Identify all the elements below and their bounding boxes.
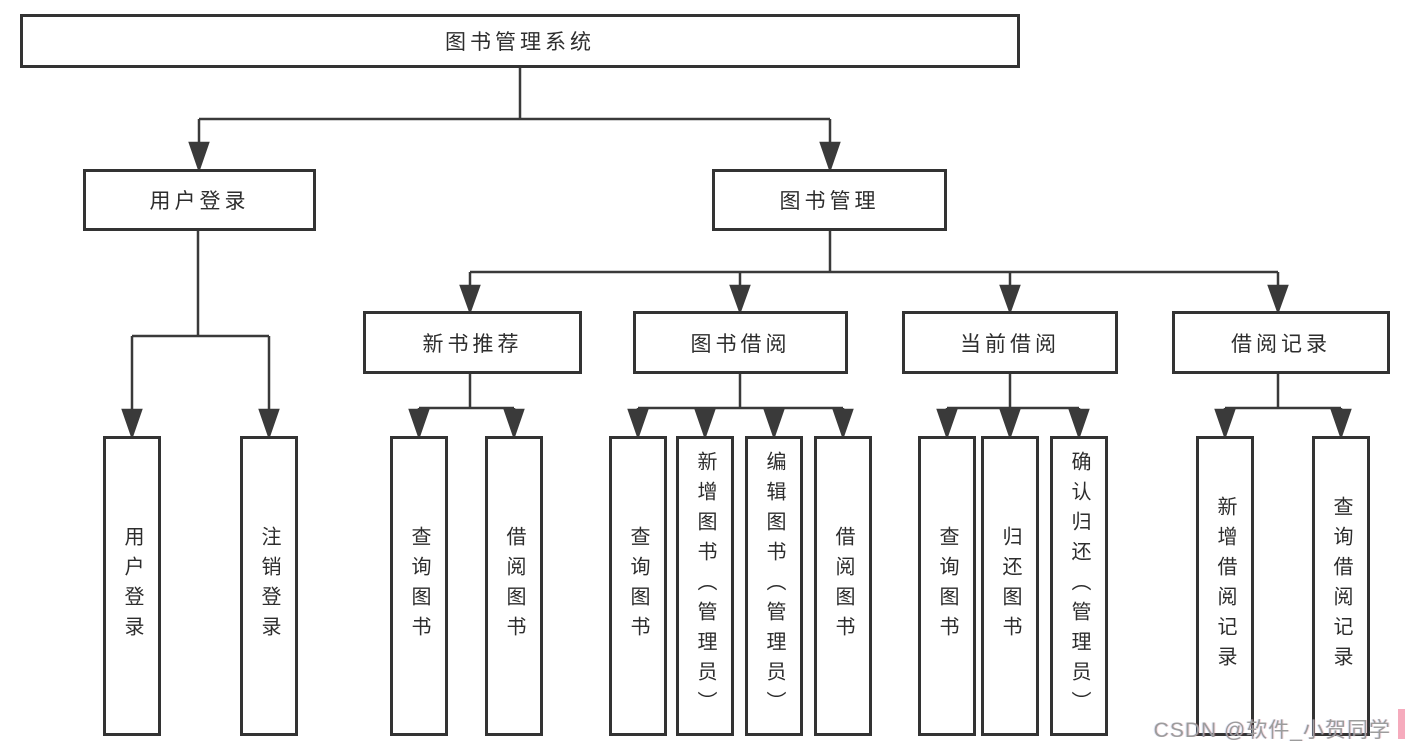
node-leaf-br-add-record-label: 新增借阅记录	[1214, 496, 1236, 676]
connector-book-mgmt-to-level3	[459, 230, 1289, 315]
node-leaf-bb-query-books: 查询图书	[609, 436, 667, 736]
watermark: CSDN @软件_小贺同学	[1153, 719, 1391, 742]
node-leaf-nbr-borrow-books-label: 借阅图书	[503, 526, 525, 646]
node-leaf-logout: 注销登录	[240, 436, 298, 736]
node-leaf-cb-query-books: 查询图书	[918, 436, 976, 736]
node-borrowing-records: 借阅记录	[1172, 311, 1390, 374]
node-new-book-recommend-label: 新书推荐	[422, 332, 523, 356]
node-root: 图书管理系统	[20, 14, 1020, 68]
node-leaf-br-add-record: 新增借阅记录	[1196, 436, 1254, 736]
node-leaf-nbr-borrow-books: 借阅图书	[485, 436, 543, 736]
connector-user-login-subtree	[121, 230, 280, 440]
node-leaf-bb-add-books-admin-label: 新增图书（管理员）	[694, 451, 716, 721]
node-leaf-nbr-query-books: 查询图书	[390, 436, 448, 736]
connector-borrow-records-subtree	[1214, 374, 1352, 440]
node-current-borrowing: 当前借阅	[902, 311, 1118, 374]
node-leaf-bb-query-books-label: 查询图书	[627, 526, 649, 646]
node-leaf-bb-add-books-admin: 新增图书（管理员）	[676, 436, 734, 736]
node-leaf-bb-edit-books-admin-label: 编辑图书（管理员）	[763, 451, 785, 721]
connector-root-to-level2	[188, 67, 841, 173]
node-leaf-user-login: 用户登录	[103, 436, 161, 736]
connector-book-borrow-subtree	[627, 374, 854, 440]
node-user-login-label: 用户登录	[149, 190, 250, 213]
node-root-label: 图书管理系统	[445, 31, 595, 54]
node-book-management: 图书管理	[712, 169, 947, 231]
node-leaf-bb-borrow-books-label: 借阅图书	[832, 526, 854, 646]
node-book-borrowing: 图书借阅	[633, 311, 848, 374]
node-current-borrowing-label: 当前借阅	[960, 332, 1060, 356]
watermark-accent-mark	[1398, 709, 1405, 739]
node-leaf-br-query-record: 查询借阅记录	[1312, 436, 1370, 736]
node-leaf-cb-query-books-label: 查询图书	[936, 526, 958, 646]
node-leaf-cb-confirm-return-admin: 确认归还（管理员）	[1050, 436, 1108, 736]
node-new-book-recommend: 新书推荐	[363, 311, 582, 374]
node-leaf-nbr-query-books-label: 查询图书	[408, 526, 430, 646]
node-borrowing-records-label: 借阅记录	[1231, 332, 1331, 356]
node-leaf-cb-confirm-return-admin-label: 确认归还（管理员）	[1068, 451, 1090, 721]
connector-new-book-rec-subtree	[408, 374, 525, 440]
node-leaf-user-login-label: 用户登录	[121, 526, 143, 646]
connector-current-borrow-subtree	[936, 374, 1090, 440]
node-leaf-br-query-record-label: 查询借阅记录	[1330, 496, 1352, 676]
node-leaf-cb-return-books-label: 归还图书	[999, 526, 1021, 646]
node-leaf-cb-return-books: 归还图书	[981, 436, 1039, 736]
node-leaf-bb-edit-books-admin: 编辑图书（管理员）	[745, 436, 803, 736]
node-leaf-bb-borrow-books: 借阅图书	[814, 436, 872, 736]
node-user-login: 用户登录	[83, 169, 316, 231]
node-book-management-label: 图书管理	[779, 190, 880, 213]
node-leaf-logout-label: 注销登录	[258, 526, 280, 646]
node-book-borrowing-label: 图书借阅	[690, 332, 791, 356]
